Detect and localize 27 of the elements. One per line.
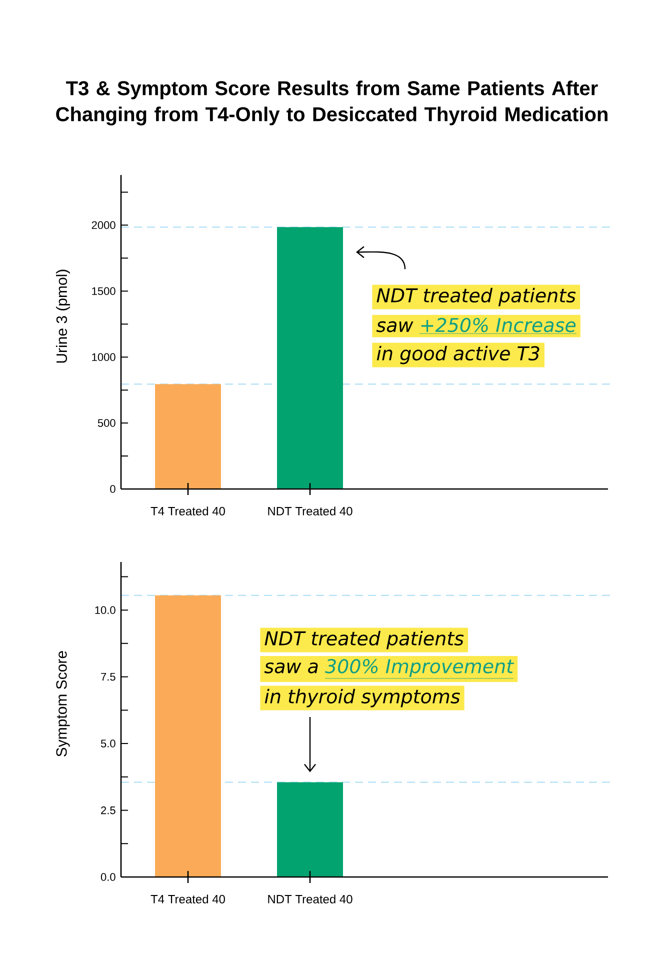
highlighted-note: NDT treated patients (260, 628, 468, 652)
highlighted-note: saw a 300% Improvement (260, 656, 518, 682)
category-label: NDT Treated 40 (268, 894, 352, 904)
category-label: T4 Treated 40 (150, 506, 225, 516)
category-label: NDT Treated 40 (268, 506, 352, 516)
tick-label: 0 (110, 485, 116, 493)
annotation: 300% Improvement (325, 658, 514, 678)
tick-label: 1000 (92, 353, 116, 361)
highlighted-note: in good active T3 (372, 342, 544, 368)
highlighted-note: saw +250% Increase (372, 314, 580, 338)
tick-label: 7.5 (101, 672, 116, 681)
category-label: T4 Treated 40 (150, 894, 225, 904)
highlighted-note: NDT treated patients (372, 284, 580, 310)
tick-label: 10.0 (95, 606, 116, 614)
axis-title: Symptom Score (56, 651, 70, 756)
annotation: NDT treated patients (264, 630, 464, 650)
chart-title: T3 & Symptom Score Results from Same Patients After Changing from T4-Only to Desiccated Thyroid Medication (56, 80, 608, 126)
tick-label: 1500 (92, 287, 116, 295)
tick-label: 0.0 (100, 873, 116, 881)
tick-label: 2.5 (101, 806, 116, 814)
tick-label: 500 (98, 419, 116, 427)
tick-label: 2000 (92, 221, 116, 229)
axis-title: Urine 3 (pmol) (56, 270, 70, 363)
annotation: in thyroid symptoms (264, 688, 460, 708)
highlighted-note: in thyroid symptoms (260, 686, 464, 710)
tick-label: 5.0 (100, 740, 116, 748)
annotation: saw a (264, 662, 318, 674)
